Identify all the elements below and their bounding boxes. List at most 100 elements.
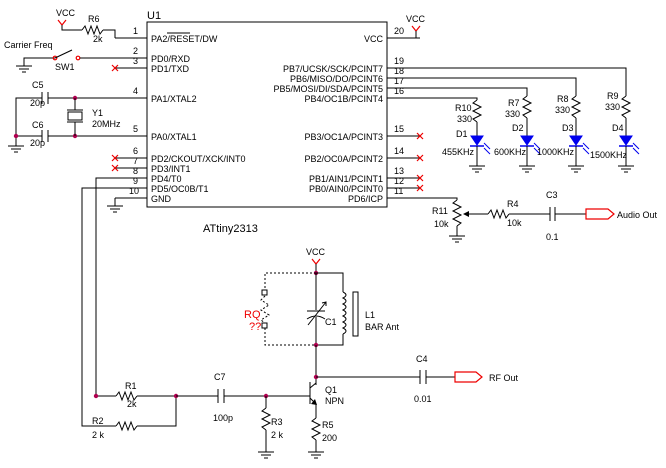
led-d3 [569, 118, 590, 166]
led-d2 [520, 118, 541, 166]
led-d4 [619, 118, 640, 166]
d4-ref: D4 [612, 123, 624, 133]
q1-type: NPN [325, 396, 344, 406]
c5-value: 20p [30, 98, 45, 108]
r3-resistor [260, 407, 272, 431]
pin-name: PD1/TXD [151, 64, 190, 74]
r10-value: 330 [457, 114, 472, 124]
pin-number: 12 [394, 176, 404, 186]
d4-label: 1500KHz [590, 150, 628, 160]
pin-name: GND [151, 194, 172, 204]
ground-icon [468, 165, 486, 173]
pin-name: PA0/XTAL1 [151, 132, 197, 142]
rq-ref: RQ [244, 309, 261, 321]
pin-number: 13 [394, 166, 404, 176]
pin-name: PB6/MISO/DO/PCINT6 [290, 74, 383, 84]
r11-value: 10k [434, 219, 449, 229]
sw1-ref: SW1 [55, 62, 75, 72]
r1-value: 2k [127, 399, 137, 409]
rq-resistor [260, 295, 270, 324]
rq-dashed-wire [264, 272, 316, 290]
r11-ref: R11 [432, 206, 448, 216]
r2-ref: R2 [92, 416, 104, 426]
l1-inductor [341, 291, 347, 335]
pin-name: PB3/OC1A/PCINT3 [304, 132, 383, 142]
rf-out-port [454, 371, 483, 383]
vcc-arrow [411, 25, 421, 32]
pin-number: 8 [133, 166, 138, 176]
pin-number: 17 [394, 76, 404, 86]
vcc-arrow [311, 258, 321, 265]
pin-number: 11 [394, 186, 403, 196]
r5-value: 200 [322, 433, 337, 443]
r9-value: 330 [605, 102, 620, 112]
r4-ref: R4 [507, 199, 519, 209]
r11-potentiometer [451, 199, 463, 227]
l1-ref: L1 [365, 310, 375, 320]
pin-number: 18 [394, 66, 404, 76]
pin-number: 3 [133, 56, 138, 66]
d3-ref: D3 [562, 123, 574, 133]
led-d1 [470, 122, 491, 166]
ground-icon [617, 165, 635, 173]
pin-name: PB0/AIN0/PCINT0 [309, 184, 383, 194]
r5-ref: R5 [322, 420, 334, 430]
d1-ref: D1 [456, 129, 468, 139]
pin-name: PD3/INT1 [151, 164, 191, 174]
c4-ref: C4 [416, 354, 428, 364]
d3-label: 1000KHz [537, 147, 575, 157]
r1-resistor [115, 390, 138, 402]
c3-value: 0.1 [546, 232, 559, 242]
c1-ref: C1 [325, 317, 337, 327]
l1-value: BAR Ant [365, 322, 400, 332]
pin-number: 15 [394, 124, 404, 134]
rq-value: ?? [249, 321, 261, 333]
ic-body [146, 21, 388, 208]
pin-number: 10 [129, 186, 139, 196]
y1-value: 20MHz [92, 119, 121, 129]
y1-ref: Y1 [92, 108, 103, 118]
c6-value: 20p [30, 138, 45, 148]
sw1-lever[interactable] [54, 49, 73, 59]
pin-number: 9 [133, 176, 138, 186]
carrier-freq-label: Carrier Freq [4, 40, 53, 50]
r8-resistor [570, 95, 582, 119]
vcc-label: VCC [56, 8, 76, 18]
ground-icon [518, 165, 536, 173]
r9-ref: R9 [607, 91, 619, 101]
r3-value: 2 k [271, 430, 284, 440]
ground-icon [448, 235, 466, 243]
vcc-label: VCC [306, 247, 326, 257]
pin-name: PB5/MOSI/DI/SDA/PCINT5 [273, 84, 383, 94]
ic-part-name: ATtiny2313 [203, 223, 258, 235]
l1-ferrite-bar [352, 291, 359, 337]
pin-number: 7 [133, 156, 138, 166]
r6-value: 2k [93, 34, 103, 44]
pin-name: PD2/CKOUT/XCK/INT0 [151, 154, 246, 164]
r1-ref: R1 [125, 381, 137, 391]
audio-out-label: Audio Out [617, 210, 658, 220]
pin-number: 4 [133, 86, 138, 96]
c3-ref: C3 [546, 190, 558, 200]
pin-number: 5 [133, 124, 138, 134]
r2-resistor [115, 420, 138, 432]
c7-ref: C7 [214, 372, 226, 382]
d2-ref: D2 [512, 123, 524, 133]
r7-value: 330 [505, 109, 520, 119]
c7-value: 100p [213, 413, 233, 423]
vcc-arrow [57, 19, 67, 26]
pin-name: VCC [364, 34, 384, 44]
pin-name: PB1/AIN1/PCINT1 [309, 174, 383, 184]
r9-resistor [620, 95, 632, 119]
pin-name: PB4/OC1B/PCINT4 [304, 94, 383, 104]
r10-resistor [471, 99, 483, 123]
ground-icon [106, 205, 124, 213]
pin-number: 2 [133, 46, 138, 56]
audio-out-port [585, 208, 615, 220]
c6-ref: C6 [32, 120, 44, 130]
r8-value: 330 [555, 105, 570, 115]
r7-resistor [521, 95, 533, 119]
r6-ref: R6 [88, 14, 100, 24]
c5-ref: C5 [32, 80, 44, 90]
